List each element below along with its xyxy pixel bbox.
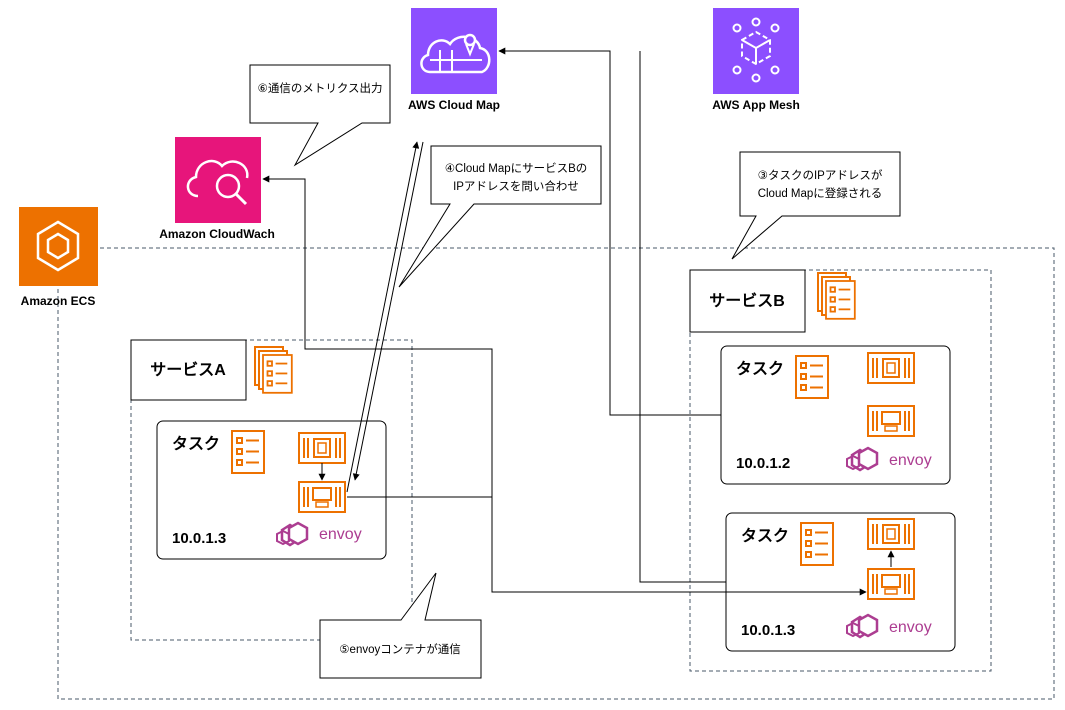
callout-step3-line1: ③タスクのIPアドレスが bbox=[758, 168, 883, 182]
service-b-task1-envoy-label: envoy bbox=[889, 452, 932, 469]
service-a-boundary bbox=[130, 339, 413, 641]
service-b-task2-title: タスク bbox=[741, 527, 789, 545]
connectors bbox=[262, 47, 867, 596]
callout-step5 bbox=[319, 572, 482, 679]
service-a-label-box bbox=[130, 339, 247, 401]
service-b-task2-envoy-container-icon bbox=[867, 568, 915, 600]
service-a-envoy-container-icon bbox=[298, 481, 346, 513]
service-b-task1-ip: 10.0.1.2 bbox=[736, 455, 790, 472]
cloudwatch-icon bbox=[175, 137, 261, 223]
service-b-task1-title: タスク bbox=[736, 360, 784, 378]
cloudwatch-label: Amazon CloudWach bbox=[159, 227, 275, 241]
callout-step6 bbox=[249, 64, 391, 167]
service-b-list-icon bbox=[818, 273, 855, 319]
service-a-title: サービスA bbox=[150, 361, 226, 379]
service-a-app-container-icon bbox=[298, 432, 346, 464]
callout-step5-text: ⑤envoyコンテナが通信 bbox=[339, 642, 461, 656]
callout-step4-line1: ④Cloud MapにサービスBの bbox=[445, 162, 588, 175]
callout-step4-line2: IPアドレスを問い合わせ bbox=[453, 179, 579, 193]
service-b-task1-envoy-container-icon bbox=[867, 405, 915, 437]
callout-step6-text: ⑥通信のメトリクス出力 bbox=[258, 81, 383, 95]
service-b-boundary bbox=[689, 269, 992, 672]
service-b-task2-app-container-icon bbox=[867, 518, 915, 550]
app-mesh-icon bbox=[713, 8, 799, 94]
service-a-list-icon bbox=[255, 347, 292, 393]
service-b-task1-list-icon bbox=[795, 355, 829, 399]
cloud-map-icon bbox=[411, 8, 497, 94]
service-a-task-title: タスク bbox=[172, 435, 220, 453]
app-mesh-label: AWS App Mesh bbox=[712, 98, 800, 112]
ecs-icon bbox=[19, 207, 98, 286]
callout-step3 bbox=[731, 151, 901, 260]
ecs-label: Amazon ECS bbox=[21, 294, 96, 308]
service-b-task2-list-icon bbox=[800, 522, 834, 566]
service-b-task2-envoy-label: envoy bbox=[889, 619, 932, 636]
service-b-task1-app-container-icon bbox=[867, 352, 915, 384]
cloud-map-label: AWS Cloud Map bbox=[408, 98, 500, 112]
service-a-task-ip: 10.0.1.3 bbox=[172, 530, 226, 547]
service-b-title: サービスB bbox=[709, 292, 785, 310]
service-a-envoy-label: envoy bbox=[319, 526, 362, 543]
callout-step3-line2: Cloud Mapに登録される bbox=[758, 186, 883, 200]
callout-step4 bbox=[398, 145, 602, 288]
service-a-task-list-icon bbox=[231, 430, 265, 474]
service-b-task2-ip: 10.0.1.3 bbox=[741, 622, 795, 639]
service-b-label-box bbox=[689, 269, 806, 333]
ecs-cluster-boundary bbox=[57, 247, 1055, 700]
